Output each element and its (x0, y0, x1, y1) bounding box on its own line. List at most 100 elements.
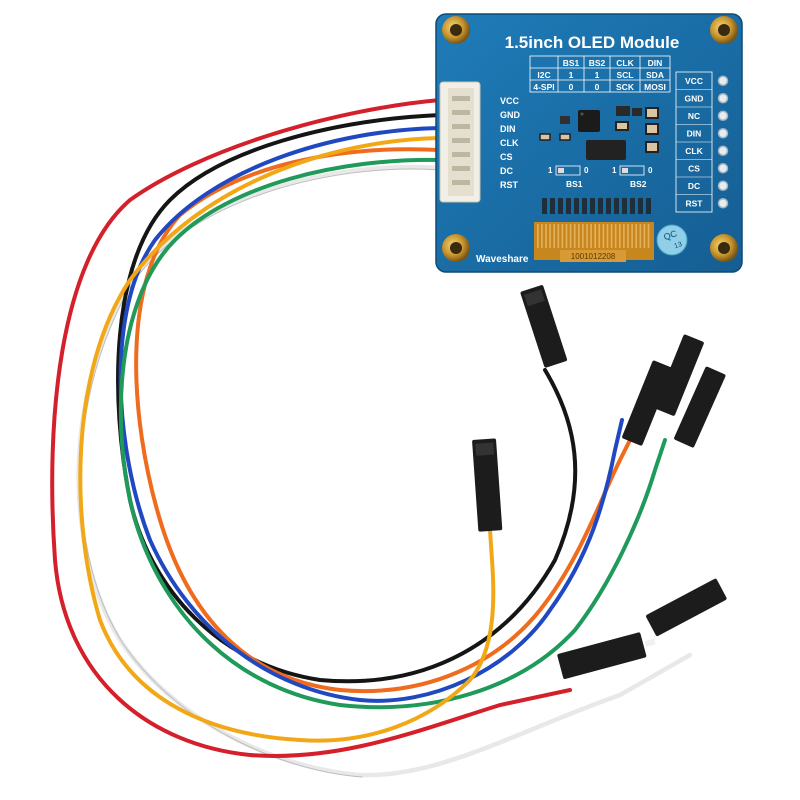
table-header-bs1: BS1 (563, 58, 580, 68)
header-pin-box (675, 71, 713, 213)
dupont-connectors (472, 285, 727, 679)
solder-pad (630, 198, 635, 214)
mounting-hole-tl (442, 16, 470, 44)
table-cell: 1 (595, 70, 600, 80)
header-pin-label: NC (688, 111, 700, 121)
table-cell: SCK (616, 82, 635, 92)
pin-label-din: DIN (500, 124, 516, 134)
dc-mark-1b: 1 (612, 166, 617, 175)
solder-pad (622, 198, 627, 214)
pin-label-clk: CLK (500, 138, 519, 148)
fpc-trace (594, 224, 596, 248)
mounting-hole-bl (442, 234, 470, 262)
mounting-hole-tr (710, 16, 738, 44)
solder-pad (614, 198, 619, 214)
fpc-trace (557, 224, 560, 248)
fpc-trace (643, 224, 646, 248)
table-cell: 4-SPI (533, 82, 554, 92)
fpc-trace (545, 224, 547, 248)
bs2-label: BS2 (630, 179, 647, 189)
fpc-trace (623, 224, 625, 248)
fpc-trace (586, 224, 588, 248)
header-pin-hole (717, 198, 729, 209)
pin-label-rst: RST (500, 180, 519, 190)
pin-label-dc: DC (500, 166, 513, 176)
fpc-trace (639, 224, 642, 248)
table-cell: SDA (646, 70, 664, 80)
solder-pad (606, 198, 611, 214)
fpc-pads (542, 198, 651, 214)
fpc-trace (569, 224, 572, 248)
solder-pad (558, 198, 563, 214)
fpc-trace (614, 224, 617, 248)
bs1-label: BS1 (566, 179, 583, 189)
fpc-trace (602, 224, 605, 248)
wire-red (50, 98, 572, 758)
header-pin-hole (717, 128, 729, 139)
header-pin-hole (717, 75, 729, 86)
solder-pad (598, 198, 603, 214)
wire-black (116, 113, 578, 684)
dupont-white (646, 578, 727, 637)
fpc-trace (553, 224, 555, 248)
brand-label: Waveshare (476, 254, 529, 265)
table-header-clk: CLK (616, 58, 634, 68)
solder-pad (542, 198, 547, 214)
wire-yellow (78, 136, 496, 743)
header-pin-hole (717, 163, 729, 174)
fpc-trace (631, 224, 633, 248)
header-pin-hole (717, 145, 729, 156)
fpc-trace (537, 224, 539, 248)
header-pin-label: DIN (687, 128, 702, 138)
table-header-bs2: BS2 (589, 58, 606, 68)
pin-label-cs: CS (500, 152, 513, 162)
fpc-trace (578, 224, 580, 248)
fpc-trace (590, 224, 592, 248)
header-pin-label: DC (688, 181, 700, 191)
table-cell: 0 (595, 82, 600, 92)
config-table (529, 55, 671, 93)
solder-pad (550, 198, 555, 214)
dc-mark-1: 1 (548, 166, 553, 175)
table-cell: I2C (537, 70, 550, 80)
fpc-trace (541, 224, 543, 248)
dupont-red (557, 632, 656, 679)
solder-pad (590, 198, 595, 214)
solder-pad (582, 198, 587, 214)
fpc-trace (549, 224, 551, 248)
qc-sticker: QC 13 (656, 224, 688, 256)
qc-label: QC (662, 228, 679, 242)
qc-number: 13 (673, 241, 683, 250)
mounting-holes (442, 16, 738, 262)
jumper-wires (50, 98, 693, 778)
fpc-trace (565, 224, 568, 248)
oled-module-board: 1.5inch OLED Module BS1 BS2 CLK DIN I2C … (435, 13, 743, 273)
fpc-trace (582, 224, 584, 248)
fpc-trace (619, 224, 621, 248)
solder-pad (566, 198, 571, 214)
fpc-trace (598, 224, 601, 248)
fpc-trace (606, 224, 609, 248)
fpc-ribbon: 1001012208 (534, 222, 654, 262)
header-pin-hole (717, 93, 729, 104)
table-cell: SCL (617, 70, 634, 80)
dupont-green (674, 366, 726, 448)
fpc-trace (635, 224, 637, 248)
fpc-trace (647, 224, 650, 248)
mounting-hole-br (710, 234, 738, 262)
fpc-trace (627, 224, 629, 248)
table-cell: MOSI (644, 82, 666, 92)
header-pin-label: RST (686, 198, 704, 208)
connector-pin-labels: VCC GND DIN CLK CS DC RST (500, 96, 521, 190)
table-header-din: DIN (648, 58, 663, 68)
dc-mark-0: 0 (584, 166, 589, 175)
config-table-text: BS1 BS2 CLK DIN I2C 1 1 SCL SDA 4-SPI 0 … (533, 58, 666, 92)
dc-mark-0b: 0 (648, 166, 653, 175)
header-pin-hole (717, 180, 729, 191)
board-title: 1.5inch OLED Module (505, 33, 680, 52)
pin-label-gnd: GND (500, 110, 521, 120)
wire-green (118, 157, 667, 710)
table-cell: 0 (569, 82, 574, 92)
